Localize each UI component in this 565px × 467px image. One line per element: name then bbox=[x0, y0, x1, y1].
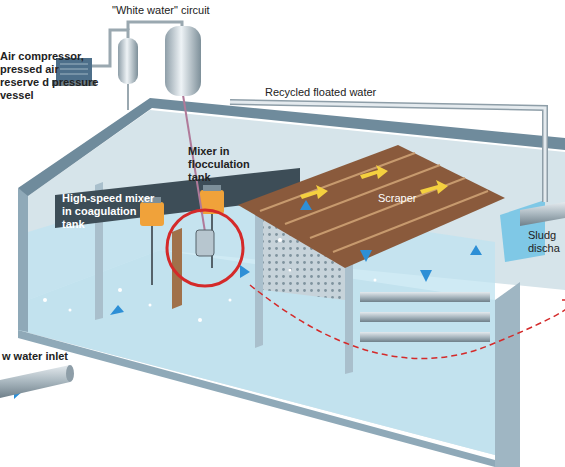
flow-arrow bbox=[360, 250, 372, 262]
flow-arrow bbox=[300, 200, 312, 210]
scraper-arrows bbox=[300, 165, 448, 199]
bottom-edge bbox=[18, 330, 495, 467]
floc bbox=[374, 279, 377, 282]
callout-label: "White water" circuit bbox=[112, 4, 252, 17]
flow-path-dashed bbox=[250, 285, 565, 359]
injection-nozzle bbox=[196, 230, 214, 256]
callout-label: w water inlet bbox=[2, 350, 102, 363]
grill-line bbox=[60, 69, 88, 70]
collector-pipe bbox=[360, 292, 490, 302]
slat bbox=[310, 178, 465, 238]
mixer-shaft bbox=[151, 225, 153, 285]
scraper-slats bbox=[260, 153, 488, 252]
grill-line bbox=[60, 64, 88, 65]
flow-arrow bbox=[110, 305, 124, 315]
side-wall bbox=[18, 188, 28, 332]
highlight-circle bbox=[167, 210, 243, 286]
flow-arrow bbox=[420, 270, 432, 282]
callout-label: High-speed mixer in coagulation tank bbox=[62, 192, 162, 231]
slat bbox=[285, 165, 440, 224]
flow-arrow bbox=[470, 245, 482, 255]
grill-line bbox=[60, 74, 88, 75]
callout-label: Scraper bbox=[378, 192, 438, 205]
compressor-grill bbox=[60, 64, 88, 74]
floc bbox=[278, 238, 282, 242]
floc bbox=[229, 299, 232, 302]
pipe-end bbox=[66, 365, 74, 382]
mixer-motor bbox=[140, 202, 164, 226]
floc bbox=[149, 304, 152, 307]
air-reserve-vessel bbox=[118, 38, 138, 84]
vessel-leg bbox=[127, 84, 129, 110]
partition-wall bbox=[255, 198, 263, 348]
flow-arrow bbox=[240, 265, 250, 278]
collector-pipe bbox=[360, 332, 490, 342]
recycle-pipe-highlight bbox=[230, 102, 545, 202]
flow-arrow bbox=[300, 185, 328, 199]
callout-label: Recycled floated water bbox=[265, 86, 425, 99]
floc bbox=[198, 318, 202, 322]
inlet-pipe bbox=[0, 365, 70, 398]
floc bbox=[289, 269, 292, 272]
pressure-vessel bbox=[165, 26, 201, 96]
slat bbox=[333, 191, 488, 252]
callout-label: Air compressor, pressed air reserve d pr… bbox=[0, 50, 100, 102]
flow-arrow bbox=[360, 165, 388, 179]
floc bbox=[43, 298, 47, 302]
flow-arrow bbox=[420, 180, 448, 194]
end-wall bbox=[495, 282, 520, 467]
floc bbox=[69, 309, 72, 312]
motor-cap bbox=[203, 185, 221, 191]
sludge-pipe bbox=[520, 202, 565, 226]
callout-label: Sludg discha bbox=[528, 229, 564, 255]
floc bbox=[118, 288, 122, 292]
collector-pipe bbox=[360, 312, 490, 322]
recycle-pipe bbox=[230, 102, 545, 202]
scraper bbox=[238, 145, 505, 268]
callout-label: Mixer in flocculation tank bbox=[188, 145, 260, 184]
